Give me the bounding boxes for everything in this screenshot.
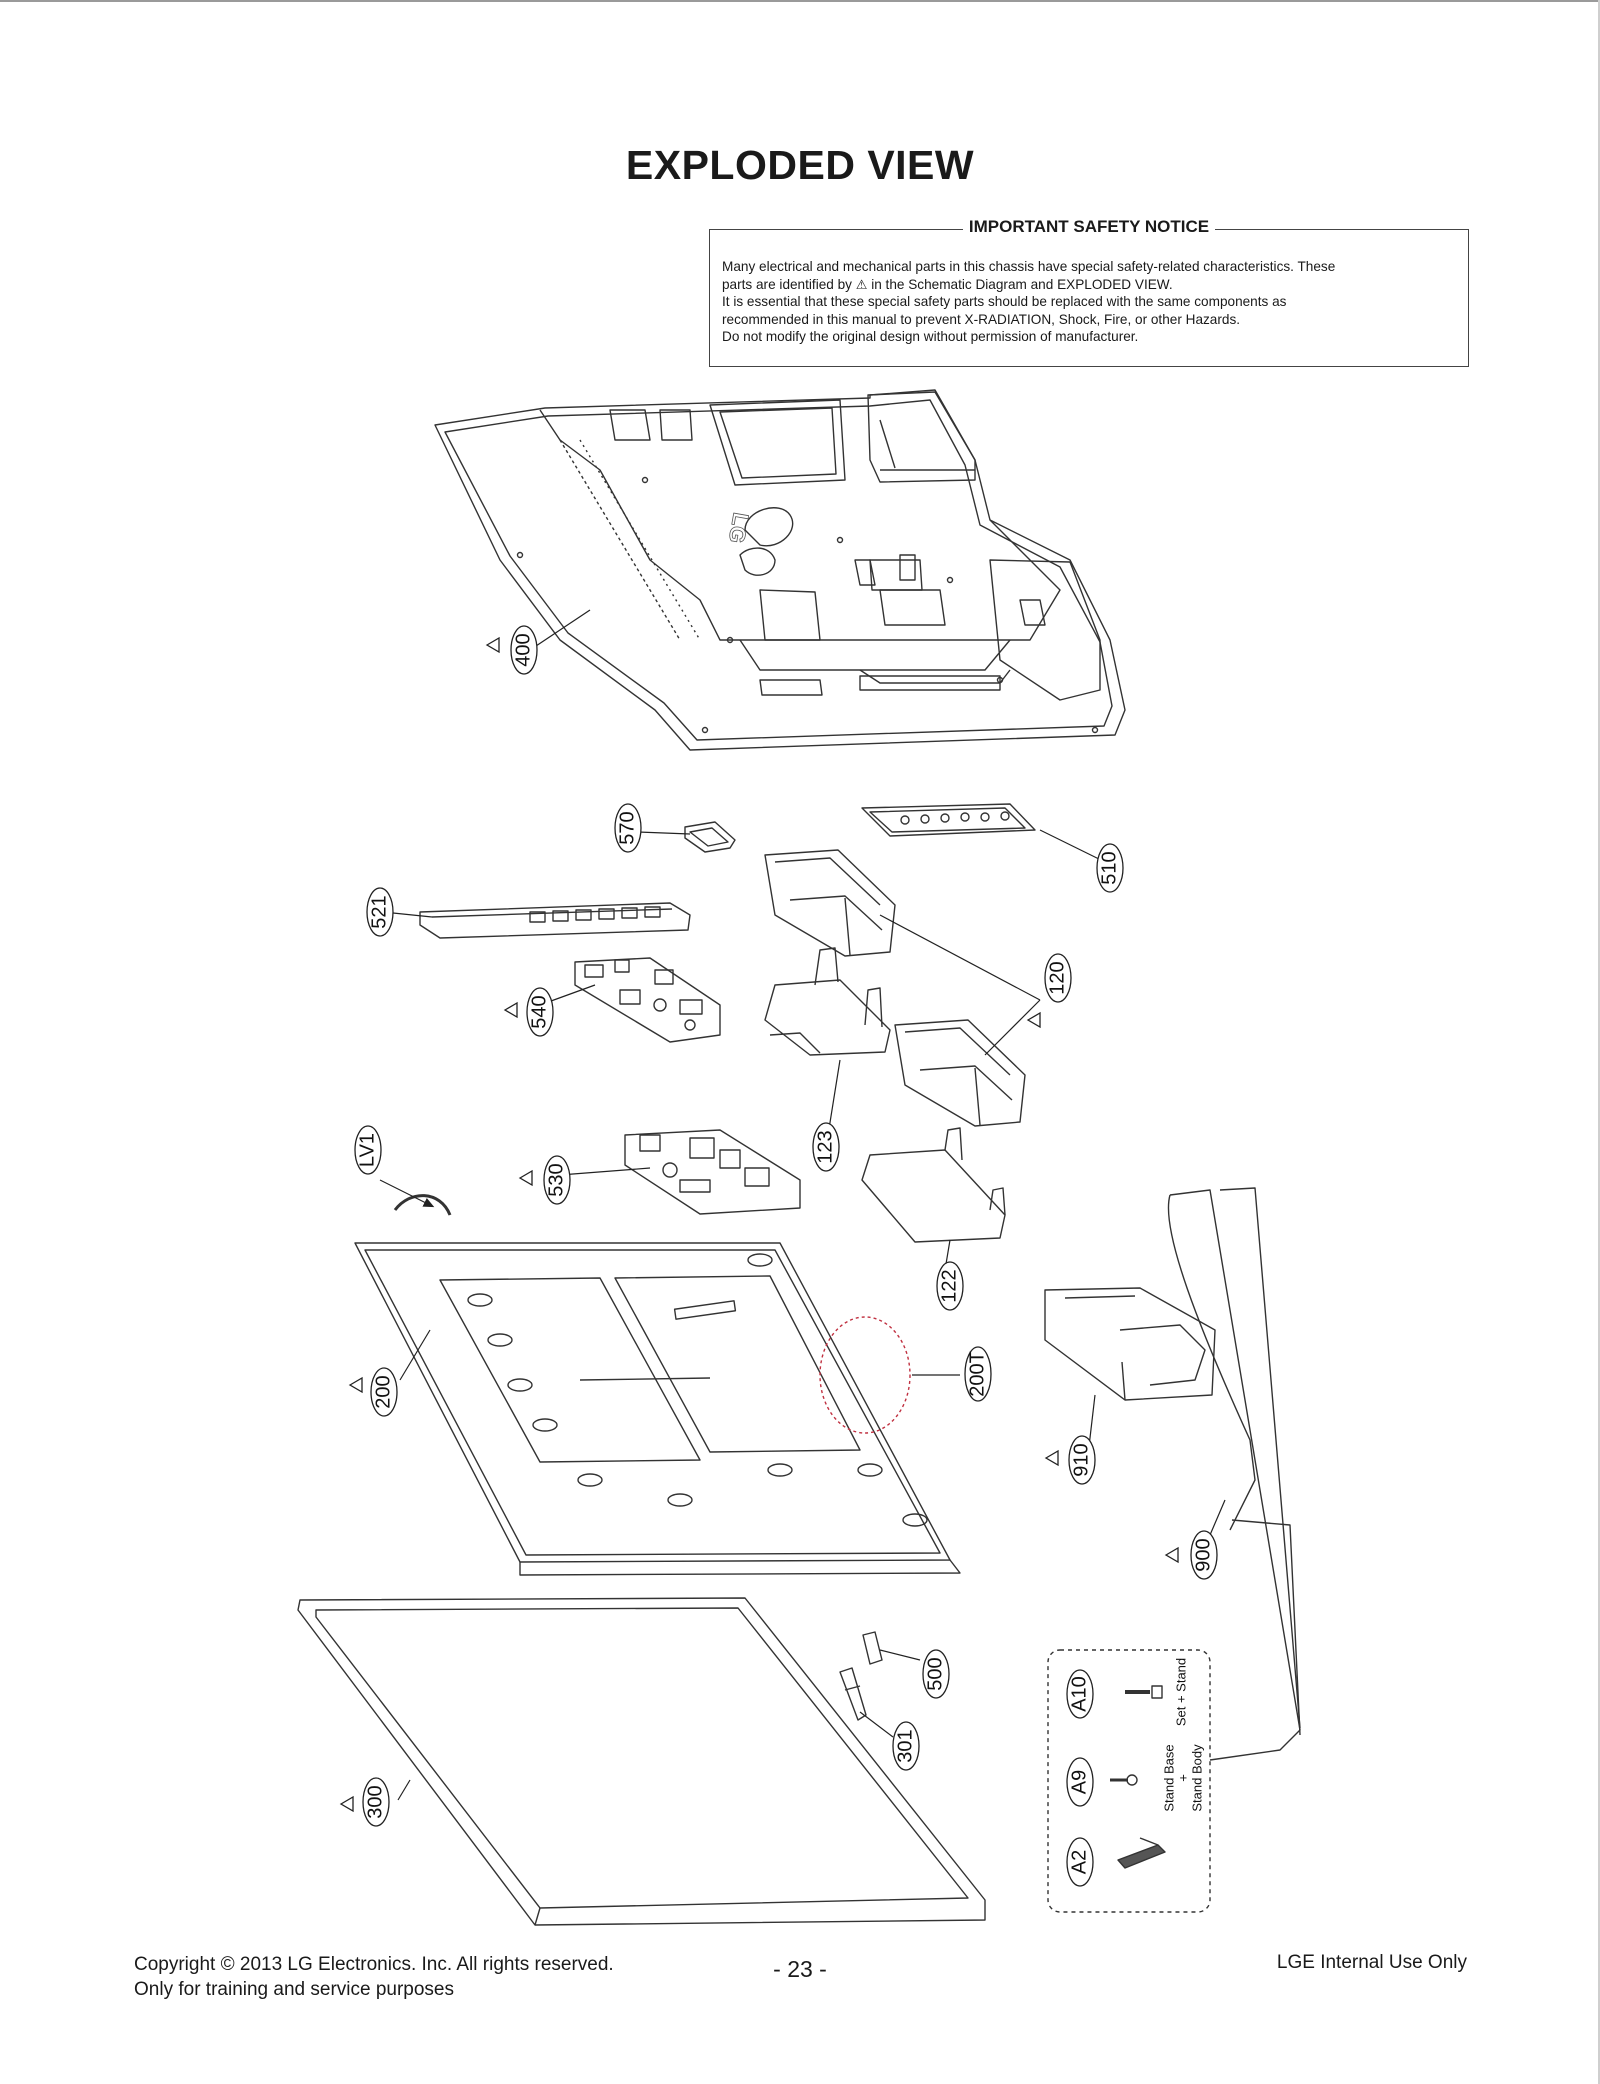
part-label-400: 400 (510, 625, 538, 675)
note-set-stand: Set + Stand (1173, 1658, 1188, 1726)
svg-text:521: 521 (368, 895, 390, 928)
part-120-speaker-top (764, 849, 896, 957)
part-label-122: 122 (936, 1261, 964, 1311)
part-900-stand-drawing (1167, 1187, 1301, 1761)
safety-notice-title: IMPORTANT SAFETY NOTICE (962, 217, 1216, 236)
notice-line-2: parts are identified by ⚠ in the Schemat… (722, 276, 1173, 292)
part-200-frame-drawing (354, 1242, 961, 1576)
part-a2-drawing (1117, 1837, 1166, 1869)
warning-triangle-icon (339, 1795, 354, 1813)
part-label-123: 123 (812, 1122, 840, 1172)
safety-notice-box: IMPORTANT SAFETY NOTICE Many electrical … (709, 217, 1469, 367)
accessory-box (1047, 1649, 1211, 1913)
warning-triangle-icon (1026, 1011, 1041, 1029)
svg-text:120: 120 (1046, 961, 1068, 994)
part-910-neck-drawing (1044, 1287, 1216, 1401)
page-title: EXPLODED VIEW (625, 142, 975, 188)
leader-lines (379, 609, 1226, 1801)
part-122-drawing (861, 1127, 1006, 1243)
part-label-a10: A10 (1066, 1669, 1094, 1719)
copyright-notice: Copyright © 2013 LG Electronics. Inc. Al… (134, 1954, 614, 2000)
part-540-drawing (574, 957, 721, 1043)
part-570-drawing (684, 821, 736, 853)
part-301-drawing (839, 1667, 867, 1721)
svg-text:301: 301 (894, 1729, 916, 1762)
part-label-300: 300 (362, 1777, 390, 1827)
part-label-530: 530 (543, 1155, 571, 1205)
part-label-a2: A2 (1066, 1837, 1094, 1887)
note-plus: + (1175, 1774, 1190, 1782)
lg-logo: LG (724, 511, 754, 545)
svg-text:A2: A2 (1068, 1850, 1090, 1874)
part-label-521: 521 (366, 887, 394, 937)
notice-line-4: recommended in this manual to prevent X-… (722, 311, 1241, 327)
svg-text:A9: A9 (1068, 1770, 1090, 1794)
part-label-900: 900 (1190, 1530, 1218, 1580)
warning-triangle-icon (518, 1169, 533, 1187)
note-stand-base: Stand Base (1161, 1744, 1176, 1811)
page-right-border (1598, 0, 1600, 2084)
notice-line-3: It is essential that these special safet… (722, 294, 1287, 309)
notice-line-1: Many electrical and mechanical parts in … (722, 259, 1336, 274)
part-label-120: 120 (1044, 953, 1072, 1003)
part-label-500: 500 (922, 1649, 950, 1699)
part-label-lv1: LV1 (354, 1125, 382, 1175)
svg-text:910: 910 (1070, 1443, 1092, 1476)
svg-text:123: 123 (814, 1130, 836, 1163)
warning-triangle-icon: ⚠ (855, 276, 868, 292)
part-label-540: 540 (526, 987, 554, 1037)
warning-triangle-icon (485, 636, 500, 654)
svg-text:122: 122 (938, 1269, 960, 1302)
part-label-301: 301 (892, 1721, 920, 1771)
svg-text:510: 510 (1098, 851, 1120, 884)
screw-a9-icon (1110, 1774, 1138, 1786)
part-300-front-frame-drawing (297, 1597, 986, 1926)
svg-text:530: 530 (545, 1163, 567, 1196)
safety-warning-icons (339, 636, 1179, 1813)
screw-a10-icon (1125, 1685, 1163, 1699)
safety-notice-body: Many electrical and mechanical parts in … (722, 258, 1456, 346)
part-200T-highlight (819, 1316, 911, 1434)
part-label-910: 910 (1068, 1435, 1096, 1485)
back-cover-drawing (434, 389, 1126, 751)
part-521-drawing (419, 902, 691, 939)
svg-text:400: 400 (512, 633, 534, 666)
svg-text:200T: 200T (966, 1351, 988, 1397)
part-label-570: 570 (614, 803, 642, 853)
part-label-a9: A9 (1066, 1757, 1094, 1807)
warning-triangle-icon (503, 1001, 518, 1019)
part-label-200: 200 (370, 1367, 398, 1417)
part-label-510: 510 (1096, 843, 1124, 893)
part-123-drawing (764, 947, 891, 1056)
internal-use-notice: LGE Internal Use Only (1276, 1952, 1467, 1973)
part-500-drawing (862, 1631, 883, 1665)
part-120-speaker-bottom (894, 1019, 1026, 1127)
page-top-border (0, 0, 1600, 2)
warning-triangle-icon (348, 1376, 363, 1394)
svg-text:200: 200 (372, 1375, 394, 1408)
svg-text:A10: A10 (1068, 1676, 1090, 1712)
part-510-drawing (861, 803, 1036, 837)
part-label-200t: 200T (964, 1346, 992, 1402)
svg-text:900: 900 (1192, 1538, 1214, 1571)
note-stand-body: Stand Body (1189, 1744, 1204, 1812)
warning-triangle-icon (1164, 1546, 1179, 1564)
part-530-drawing (624, 1129, 801, 1215)
svg-text:570: 570 (616, 811, 638, 844)
page-number: - 23 - (773, 1956, 827, 1982)
svg-text:500: 500 (924, 1657, 946, 1690)
svg-text:300: 300 (364, 1785, 386, 1818)
warning-triangle-icon (1044, 1449, 1059, 1467)
svg-text:540: 540 (528, 995, 550, 1028)
notice-line-5: Do not modify the original design withou… (722, 329, 1139, 344)
lv1-cable-drawing (393, 1194, 452, 1216)
svg-text:LV1: LV1 (356, 1133, 378, 1167)
